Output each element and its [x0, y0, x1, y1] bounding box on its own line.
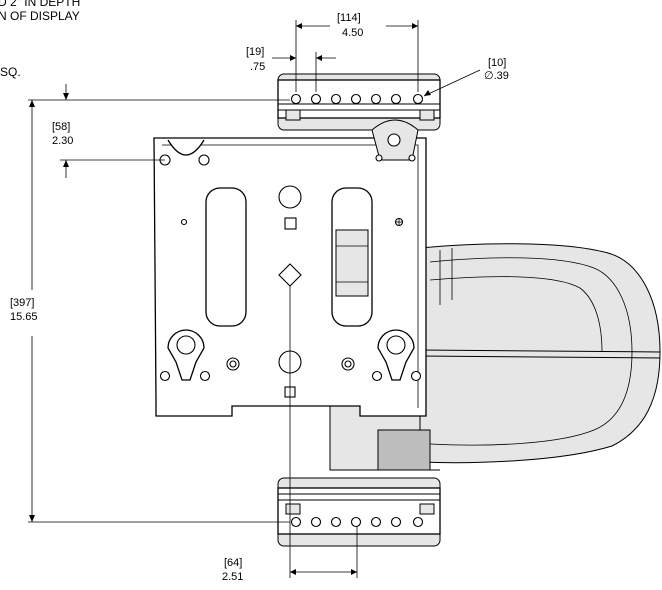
bracket-hole	[290, 516, 302, 528]
bracket-hole	[350, 93, 362, 105]
header-note-line2: N OF DISPLAY	[0, 9, 80, 23]
top-wall-bracket	[277, 73, 441, 131]
dim-hole-in: ∅.39	[484, 70, 509, 82]
dim-offset-bottom-in: 2.51	[222, 571, 243, 583]
bracket-hole	[370, 93, 382, 105]
bracket-hole	[412, 516, 424, 528]
bottom-wall-bracket	[277, 477, 441, 547]
dimension-lines	[28, 20, 481, 578]
bracket-hole	[390, 93, 402, 105]
dim-width-top-in: 4.50	[342, 27, 363, 39]
bracket-hole	[290, 93, 302, 105]
header-note-line3: SQ.	[0, 65, 21, 79]
dim-spacing-top-in: .75	[250, 61, 265, 73]
bracket-hole	[350, 516, 362, 528]
bracket-hole	[310, 93, 322, 105]
dim-offset-bottom-mm: [64]	[224, 557, 242, 569]
dim-height-mm: [397]	[10, 297, 34, 309]
header-note-line1: D 2" IN DEPTH	[0, 0, 80, 9]
bracket-hole	[370, 516, 382, 528]
dim-hole-mm: [10]	[488, 57, 506, 69]
dim-offset-in: 2.30	[52, 135, 73, 147]
mounting-plate	[153, 119, 427, 417]
dim-spacing-top-mm: [19]	[246, 46, 264, 58]
bracket-hole	[330, 516, 342, 528]
dim-offset-mm: [58]	[52, 121, 70, 133]
bracket-hole	[390, 516, 402, 528]
bracket-hole	[412, 93, 424, 105]
dim-height-in: 15.65	[10, 311, 38, 323]
bracket-hole	[330, 93, 342, 105]
dim-width-top-mm: [114]	[337, 12, 361, 24]
arm-assembly	[329, 243, 661, 471]
bracket-hole	[310, 516, 322, 528]
